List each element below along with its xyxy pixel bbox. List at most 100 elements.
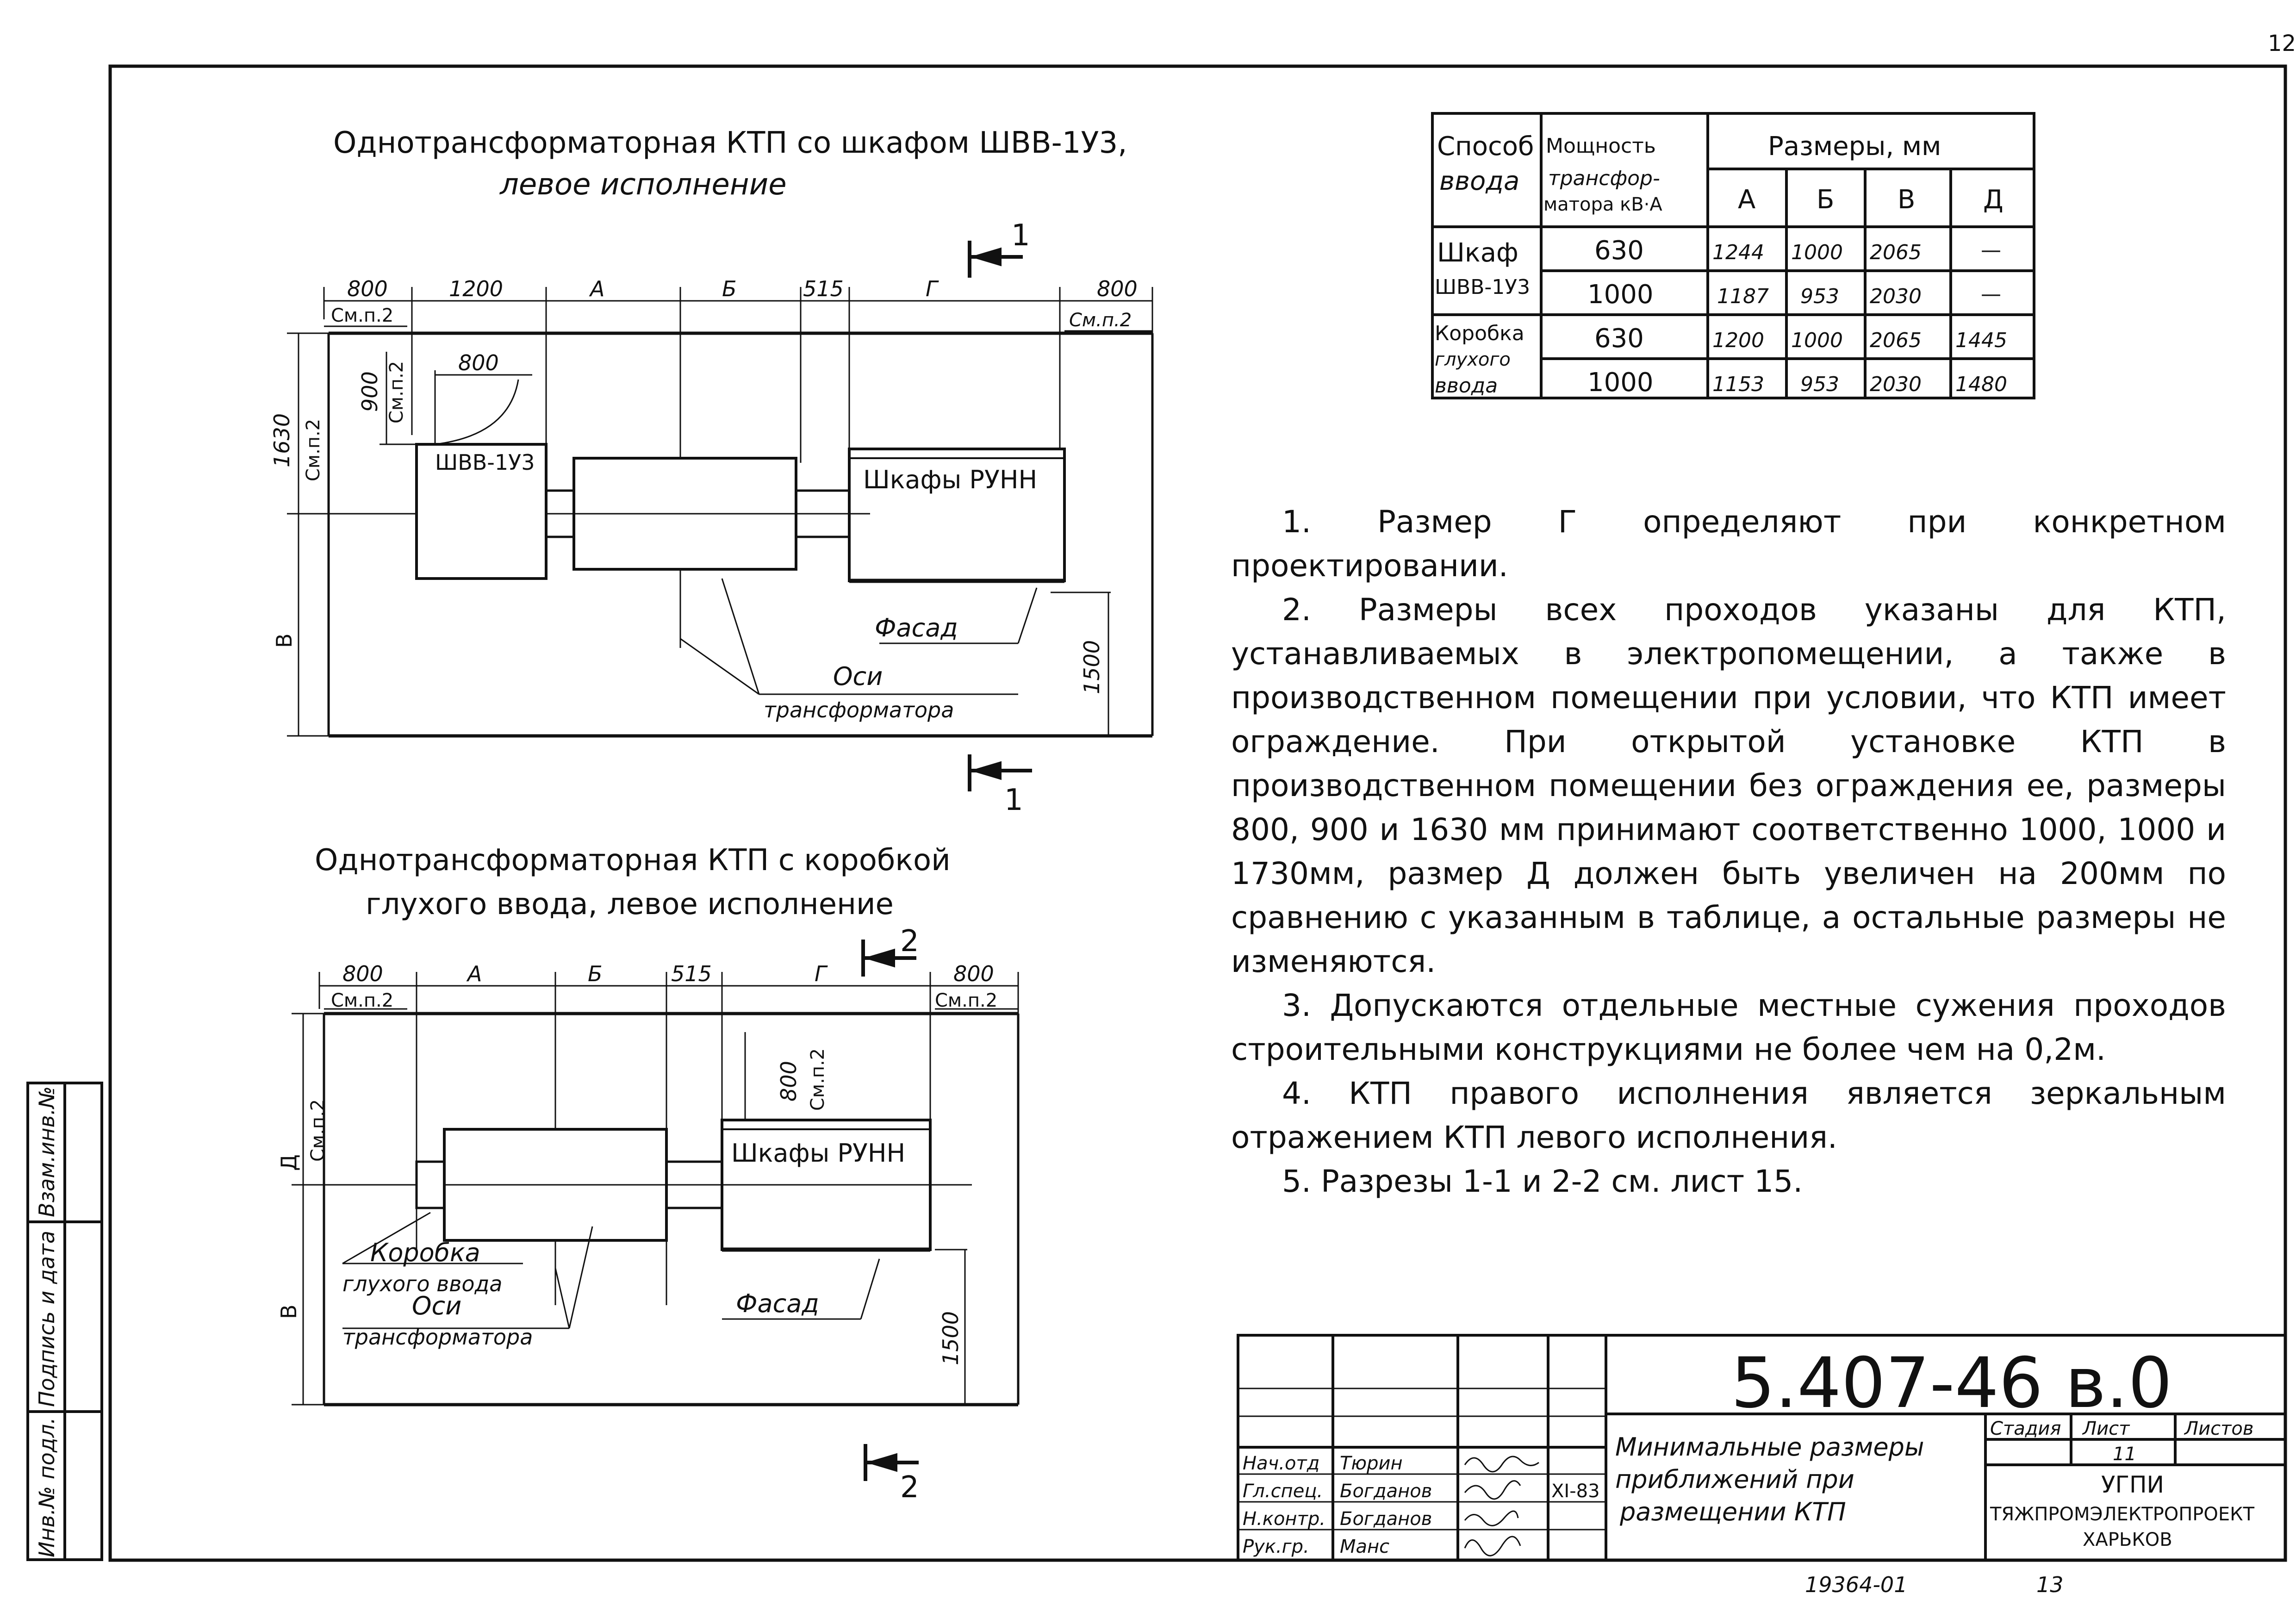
- side-stamp: [26, 1082, 103, 1561]
- table-r4-v: 2030: [1870, 373, 1922, 396]
- table-r1-d: —: [1981, 238, 2001, 262]
- table-h-method-2: ввода: [1439, 166, 1519, 196]
- side-stamp-inv: Инв.№ подл.: [34, 1417, 59, 1557]
- table-group2-line3: ввода: [1435, 374, 1498, 398]
- note-1: 1. Размер Г определяют при конкретном пр…: [1231, 504, 2226, 584]
- table-col-a: А: [1738, 185, 1755, 215]
- plan2-dim-6: 800: [953, 961, 994, 986]
- tb-sheets: Листов: [2184, 1418, 2253, 1439]
- tb-name-2: Богданов: [1340, 1481, 1432, 1502]
- plan2-sm-left: См.п.2: [331, 990, 393, 1011]
- table-r2-v: 2030: [1870, 285, 1922, 308]
- plan2-axes-line2: трансформатора: [342, 1325, 533, 1350]
- tb-org1: УГПИ: [2101, 1471, 2164, 1498]
- table-r2-d: —: [1981, 282, 2001, 306]
- plan1-dim-1630: 1630: [269, 413, 294, 467]
- tb-title-line1: Минимальные размеры: [1615, 1432, 1924, 1462]
- tb-date: XI-83: [1551, 1481, 1600, 1502]
- table-h-power-2: трансфор-: [1548, 167, 1660, 190]
- plan2-dim-5: Г: [815, 961, 828, 986]
- table-r1-v: 2065: [1870, 241, 1922, 264]
- plan1-sm-1630: См.п.2: [303, 419, 324, 481]
- plan1-dim-800-inner: 800: [458, 350, 499, 375]
- side-stamp-sign: Подпись и дата: [34, 1231, 59, 1407]
- table-r4-b: 953: [1800, 373, 1839, 396]
- section-mark-2-bottom-label: 2: [900, 1470, 919, 1505]
- plan2-runn-label: Шкафы РУНН: [731, 1139, 905, 1168]
- section-mark-1-bottom-label: 1: [1004, 783, 1023, 817]
- section-mark-2-bottom: [864, 1444, 919, 1481]
- table-r3-a: 1200: [1712, 329, 1764, 352]
- plan2-dim-3: Б: [588, 961, 603, 986]
- notes-block: 1. Размер Г определяют при конкретном пр…: [1231, 500, 2226, 1203]
- tb-org3: ХАРЬКОВ: [2083, 1529, 2172, 1550]
- plan2-title-line1: Однотрансформаторная КТП с коробкой: [315, 843, 951, 878]
- table-r1-b: 1000: [1791, 241, 1843, 264]
- note-2: 2. Размеры всех проходов указаны для КТП…: [1231, 592, 2226, 979]
- plan1-dim-2: 1200: [449, 276, 503, 301]
- plan2-terminal-box: [415, 1160, 446, 1209]
- footer-number: 19364-01: [1805, 1572, 1907, 1597]
- table-r2-power: 1000: [1587, 280, 1654, 310]
- tb-sheet: Лист: [2082, 1418, 2130, 1439]
- note-5: 5. Разрезы 1-1 и 2-2 см. лист 15.: [1282, 1164, 1803, 1199]
- table-r3-v: 2065: [1870, 329, 1922, 352]
- table-h-sizes: Размеры, мм: [1768, 131, 1941, 162]
- document-code: 5.407-46 в.0: [1731, 1343, 2172, 1424]
- plan2-dim-4: 515: [671, 961, 712, 986]
- plan1-dim-4: Б: [722, 276, 737, 301]
- tb-sheet-no: 11: [2113, 1444, 2136, 1465]
- tb-name-3: Богданов: [1340, 1508, 1432, 1530]
- table-col-v: В: [1898, 185, 1915, 215]
- table-col-d: Д: [1983, 185, 2004, 215]
- plan2-sm-right: См.п.2: [935, 990, 997, 1011]
- plan1-sm-900: См.п.2: [386, 361, 407, 423]
- plan2-sm-d: См.п.2: [307, 1099, 329, 1162]
- section-mark-1-bottom: [968, 754, 1032, 791]
- plan1-dim-900: 900: [357, 371, 382, 412]
- plan2-axes-line1: Оси: [412, 1291, 461, 1320]
- tb-title-line2: приближений при: [1615, 1465, 1854, 1494]
- plan1-runn-label: Шкафы РУНН: [863, 465, 1037, 494]
- table-r4-d: 1480: [1955, 373, 2007, 396]
- table-group2-line2: глухого: [1435, 349, 1511, 370]
- section-mark-1-top-label: 1: [1011, 218, 1030, 253]
- table-r2-b: 953: [1800, 285, 1839, 308]
- plan2-dim-800: 800: [776, 1061, 801, 1102]
- plan1-dim-7: 800: [1097, 276, 1138, 301]
- plan1-dim-v: В: [272, 633, 297, 648]
- table-group2-line1: Коробка: [1435, 322, 1524, 345]
- plan2-title-line2: глухого ввода, левое исполнение: [366, 887, 894, 921]
- tb-role-3: Н.контр.: [1243, 1508, 1325, 1530]
- section-mark-2-top-label: 2: [900, 924, 919, 958]
- table-h-power-3: матора кВ·А: [1543, 194, 1662, 215]
- plan1-dim-1: 800: [347, 276, 388, 301]
- plan1-dim-1500: 1500: [1079, 640, 1104, 694]
- tb-role-4: Рук.гр.: [1243, 1536, 1309, 1557]
- plan1-runn-cabinets: [848, 448, 1066, 582]
- note-3: 3. Допускаются отдельные местные сужения…: [1231, 988, 2226, 1067]
- plan2-dim-d: Д: [276, 1154, 301, 1171]
- plan2-sm-800: См.п.2: [807, 1048, 828, 1111]
- plan1-dim-5: 515: [803, 276, 844, 301]
- footer-page: 13: [2036, 1572, 2064, 1597]
- plan1-cabinet-shvv: [415, 443, 548, 580]
- tb-role-1: Нач.отд: [1243, 1453, 1319, 1474]
- table-group1-line2: ШВВ-1У3: [1435, 275, 1530, 299]
- plan1-title-line2: левое исполнение: [499, 168, 787, 202]
- plan1-title-line1: Однотрансформаторная КТП со шкафом ШВВ-1…: [333, 126, 1127, 160]
- plan1-axes-line2: трансформатора: [764, 697, 954, 722]
- table-col-b: Б: [1817, 185, 1834, 215]
- section-mark-2-top: [861, 940, 916, 977]
- plan2-dim-2: А: [466, 961, 482, 986]
- signatures: [1464, 1456, 1539, 1556]
- table-r1-power: 630: [1594, 236, 1644, 266]
- tb-name-1: Тюрин: [1340, 1453, 1403, 1474]
- sizes-table: Способ ввода Мощность трансфор- матора к…: [1431, 112, 2035, 399]
- table-r3-b: 1000: [1791, 329, 1843, 352]
- title-block: [1237, 1334, 2287, 1562]
- table-r2-a: 1187: [1717, 285, 1769, 308]
- page-number: 12: [2268, 31, 2296, 56]
- plan1-facade-label: Фасад: [875, 613, 958, 642]
